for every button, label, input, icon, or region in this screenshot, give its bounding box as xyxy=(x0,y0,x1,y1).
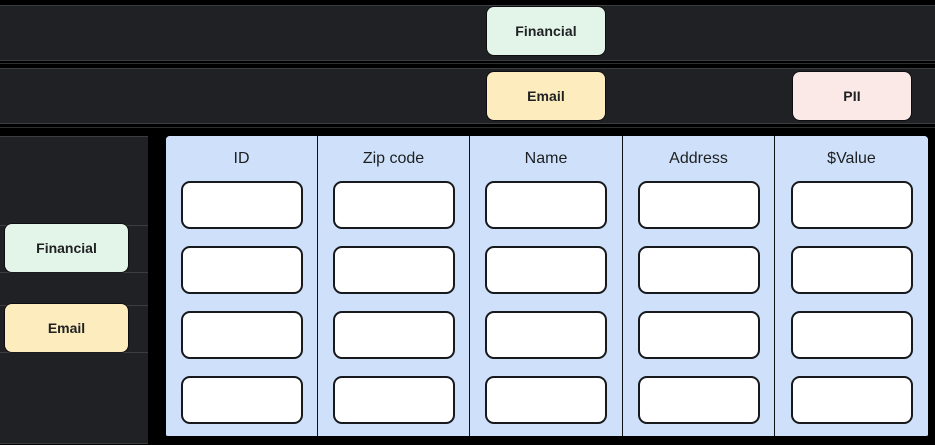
table-cell[interactable] xyxy=(332,376,455,424)
table-cell[interactable] xyxy=(790,311,913,359)
table-column-id: ID xyxy=(166,136,318,436)
table-cell[interactable] xyxy=(180,311,303,359)
table-cell[interactable] xyxy=(637,311,760,359)
band-separator-1 xyxy=(0,63,935,64)
column-header-name: Name xyxy=(524,150,568,167)
table-cell[interactable] xyxy=(332,246,455,294)
top-band-row-1 xyxy=(0,5,935,61)
table-cell[interactable] xyxy=(790,246,913,294)
table-column-zip-code: Zip code xyxy=(318,136,470,436)
sidebar-panel xyxy=(0,136,148,444)
column-header-value: $Value xyxy=(827,150,876,167)
table-cell[interactable] xyxy=(332,311,455,359)
column-header-id: ID xyxy=(233,150,250,167)
top-band-row-2 xyxy=(0,68,935,124)
table-cell[interactable] xyxy=(790,181,913,229)
table-cell[interactable] xyxy=(637,181,760,229)
table-cell[interactable] xyxy=(637,246,760,294)
tag-chip-pii-top[interactable]: PII xyxy=(793,72,911,120)
column-header-address: Address xyxy=(669,150,728,167)
tag-chip-financial-top[interactable]: Financial xyxy=(487,7,605,55)
data-table: ID Zip code Name Address xyxy=(166,136,928,439)
table-column-value: $Value xyxy=(775,136,928,436)
table-cell[interactable] xyxy=(790,376,913,424)
table-cell[interactable] xyxy=(485,376,607,424)
tag-chip-email-top[interactable]: Email xyxy=(487,72,605,120)
table-cell[interactable] xyxy=(180,246,303,294)
sidebar-item-financial[interactable]: Financial xyxy=(5,224,128,272)
table-cell[interactable] xyxy=(637,376,760,424)
sidebar-item-email[interactable]: Email xyxy=(5,304,128,352)
band-separator-2 xyxy=(0,127,935,128)
column-header-zip-code: Zip code xyxy=(362,150,425,167)
table-cell[interactable] xyxy=(485,311,607,359)
table-column-address: Address xyxy=(623,136,775,436)
table-column-name: Name xyxy=(470,136,623,436)
table-cell[interactable] xyxy=(485,181,607,229)
table-cell[interactable] xyxy=(180,376,303,424)
table-cell[interactable] xyxy=(485,246,607,294)
table-cell[interactable] xyxy=(180,181,303,229)
table-cell[interactable] xyxy=(332,181,455,229)
